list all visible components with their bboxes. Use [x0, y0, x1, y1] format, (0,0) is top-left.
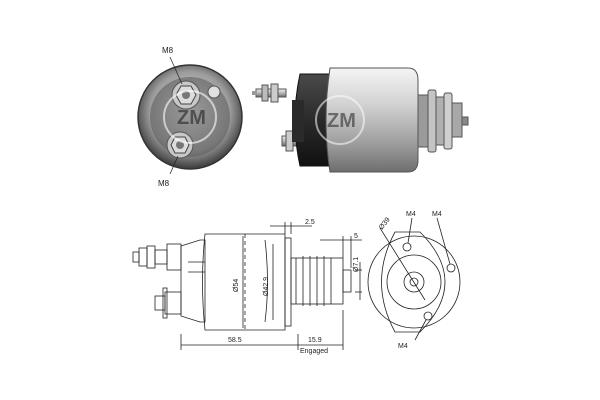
hole-top-left-leader — [407, 217, 413, 244]
engaged-length-label: 15.9 — [308, 337, 322, 344]
dim-plunger-offset — [320, 236, 362, 268]
hole-bottom-leader — [414, 319, 427, 341]
end-view-bolt-circle — [386, 254, 442, 310]
drawing-body — [202, 233, 286, 331]
hole-bottom-label: M4 — [398, 343, 408, 350]
flange-gap-label: 2.5 — [305, 219, 315, 226]
side-logo-text: ZM — [327, 110, 356, 132]
front-view-photo: ZM M8 M8 — [137, 46, 243, 188]
end-view-plunger — [403, 271, 425, 293]
end-view-outline — [381, 231, 446, 333]
front-logo-text: ZM — [177, 107, 206, 129]
end-view-center — [409, 277, 419, 287]
lower-terminal-label: M8 — [158, 179, 170, 188]
upper-leader — [169, 56, 183, 85]
drawing-inner-curve — [264, 239, 268, 323]
bolt-circle-leader — [379, 227, 426, 301]
side-view-photo: ZM — [252, 67, 469, 173]
body-diameter-label: Ø54 — [233, 279, 240, 292]
upper-terminal-label: M8 — [162, 46, 174, 55]
small-terminal — [207, 85, 221, 99]
hole-top-right — [446, 263, 456, 273]
hole-top-left — [402, 242, 412, 252]
end-view-outer-circle — [367, 235, 461, 329]
dim-overall-length — [180, 310, 344, 350]
end-view-drawing — [367, 217, 461, 341]
dim-plunger-diameter — [355, 262, 362, 300]
lower-leader — [169, 155, 179, 175]
front-zm-logo: ZM — [163, 90, 217, 144]
hole-top-right-label: M4 — [432, 211, 442, 218]
drawing-upper-stud — [132, 243, 182, 271]
bolt-circle-label: Ø39 — [378, 216, 392, 231]
side-cap-block — [292, 100, 304, 142]
overall-length-label: 58.5 — [228, 337, 242, 344]
hole-top-right-leader — [436, 217, 451, 265]
side-upper-bolt — [252, 83, 287, 103]
side-view-drawing — [132, 222, 362, 350]
side-plunger — [417, 89, 469, 153]
plunger-diameter-label: Ø7.1 — [353, 257, 360, 272]
drawing-flange — [284, 237, 292, 327]
drawing-lower-stud — [154, 287, 182, 319]
side-metal-body — [325, 67, 419, 173]
inner-diameter-label: Ø42.9 — [263, 277, 270, 296]
lower-terminal — [166, 131, 194, 159]
drawing-cap-block — [180, 239, 206, 323]
drawing-spring — [290, 256, 352, 306]
hole-bottom — [423, 311, 433, 321]
plunger-offset-label: 5 — [354, 233, 358, 240]
hole-top-left-label: M4 — [406, 211, 416, 218]
dim-flange-gap — [270, 222, 312, 234]
engaged-label: Engaged — [300, 348, 328, 355]
side-zm-logo: ZM — [315, 95, 365, 145]
